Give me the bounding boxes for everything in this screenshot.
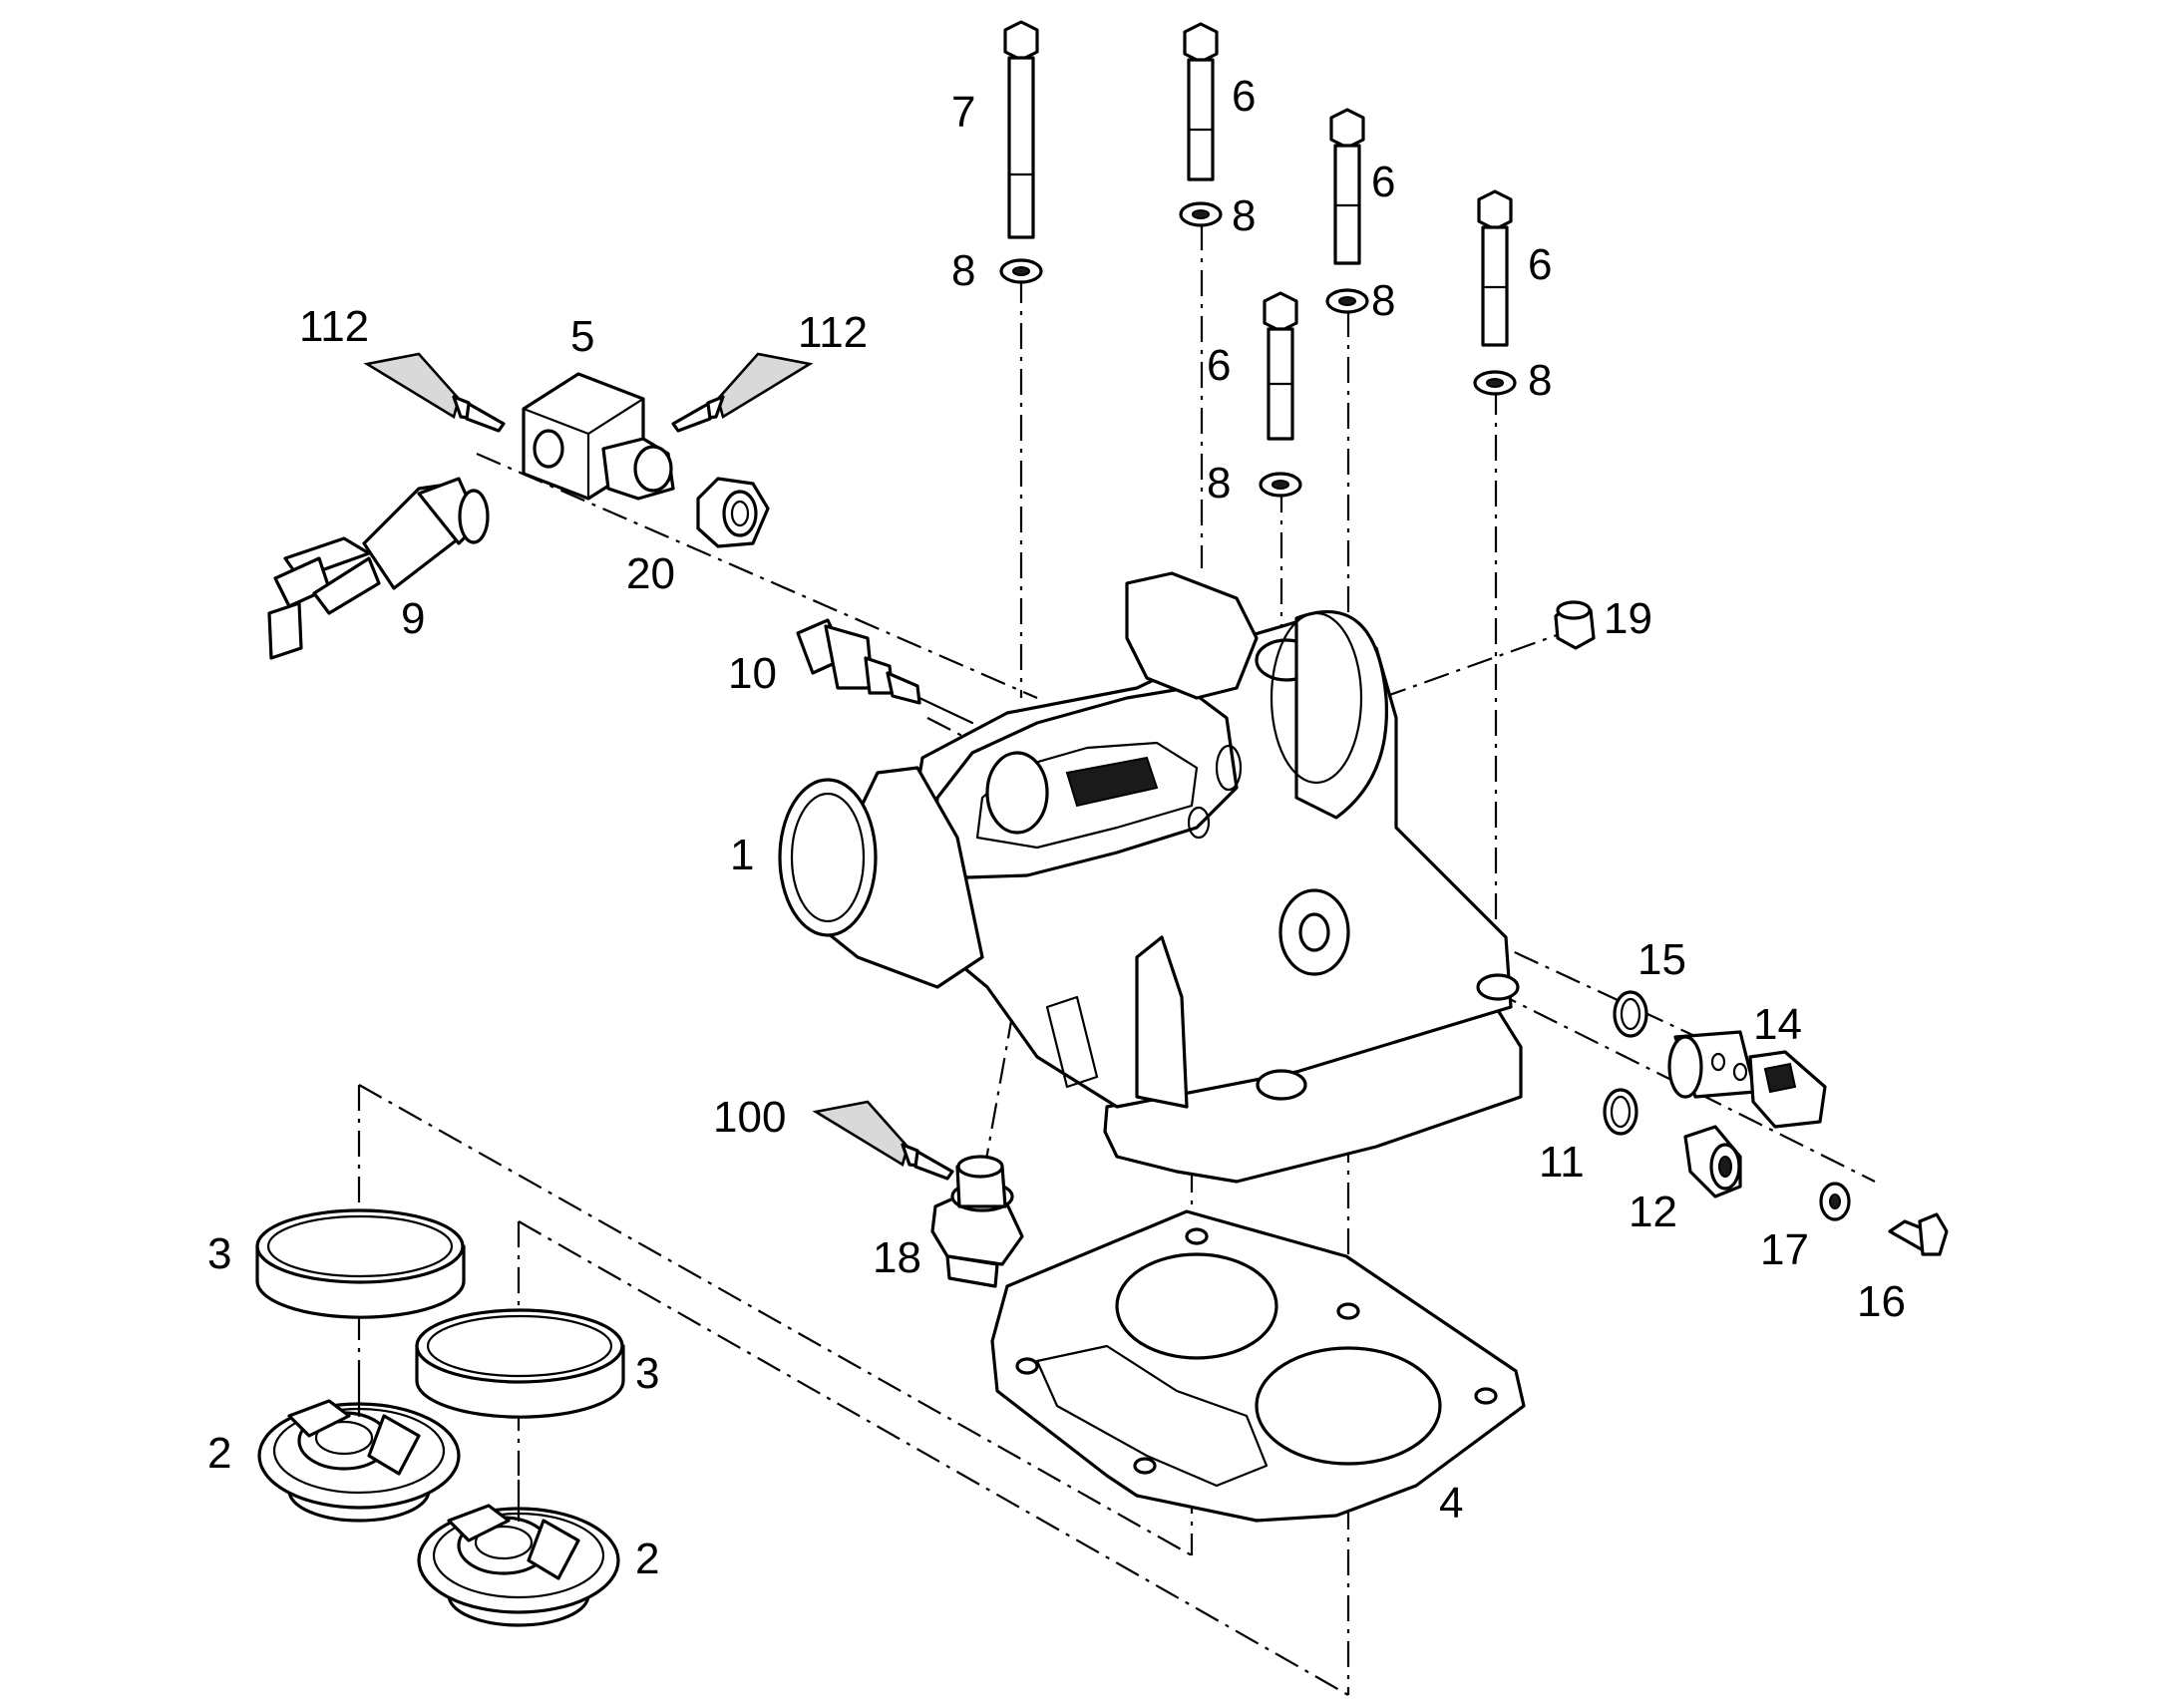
callout-6-b: 6 xyxy=(1371,158,1395,206)
housing-gasket xyxy=(990,1209,1526,1523)
coolant-sensor-10 xyxy=(796,618,974,725)
callout-2-left: 2 xyxy=(207,1429,231,1478)
seal-ring-left xyxy=(255,1208,466,1319)
bolt-6-a xyxy=(1183,22,1219,181)
valve-14 xyxy=(1667,1030,1827,1129)
callout-17: 17 xyxy=(1760,1225,1809,1274)
callout-8-d: 8 xyxy=(1528,356,1552,405)
callout-7: 7 xyxy=(951,88,975,137)
fitting-18 xyxy=(930,1155,1024,1288)
callout-12: 12 xyxy=(1629,1188,1677,1236)
callout-8-b: 8 xyxy=(1232,191,1256,240)
callout-8-e: 8 xyxy=(1207,459,1231,508)
callout-11: 11 xyxy=(1539,1138,1585,1187)
thermostat-housing xyxy=(778,571,1523,1184)
bolt-6-c xyxy=(1477,189,1513,347)
bolt-6-d xyxy=(1263,291,1298,441)
bolt-6-b xyxy=(1329,108,1365,265)
washer-8-d xyxy=(1473,370,1517,396)
callout-10: 10 xyxy=(728,649,777,698)
callout-6-c: 6 xyxy=(1528,240,1552,289)
sensor-adapter-block-5 xyxy=(522,372,675,501)
washer-8-c xyxy=(1325,288,1369,314)
callout-8-a: 8 xyxy=(951,246,975,295)
callout-19: 19 xyxy=(1604,594,1652,643)
plug-12 xyxy=(1683,1125,1742,1198)
plug-19 xyxy=(1554,600,1596,650)
hex-nut-20 xyxy=(696,477,770,548)
callout-112-left: 112 xyxy=(299,302,369,351)
callout-112-right: 112 xyxy=(798,308,868,357)
callout-2-right: 2 xyxy=(635,1535,659,1583)
callout-6-a: 6 xyxy=(1232,72,1256,121)
washer-8-b xyxy=(1179,201,1223,227)
callout-100: 100 xyxy=(713,1093,786,1142)
callout-labels: 1 2 2 3 3 4 5 6 6 6 6 7 8 8 8 8 8 9 10 1… xyxy=(207,72,1906,1583)
sealant-tube-112-left xyxy=(363,352,506,433)
callout-3-left: 3 xyxy=(207,1229,231,1278)
callout-1: 1 xyxy=(730,831,754,879)
washer-8-e xyxy=(1259,472,1302,498)
sealant-tube-100 xyxy=(812,1100,954,1181)
washer-17 xyxy=(1819,1182,1851,1221)
screw-16 xyxy=(1888,1212,1949,1256)
callout-5: 5 xyxy=(570,312,594,361)
snap-ring-11 xyxy=(1603,1088,1638,1136)
callout-15: 15 xyxy=(1637,935,1686,984)
callout-9: 9 xyxy=(401,594,425,643)
sealant-tube-112-right xyxy=(671,352,814,433)
callout-4: 4 xyxy=(1439,1479,1463,1528)
thermostat-left xyxy=(257,1374,461,1523)
bolt-long-7 xyxy=(1003,20,1039,239)
snap-ring-15 xyxy=(1613,990,1648,1038)
callout-18: 18 xyxy=(873,1233,921,1282)
seal-ring-right xyxy=(415,1308,625,1419)
callout-14: 14 xyxy=(1753,1000,1802,1049)
callout-8-c: 8 xyxy=(1371,276,1395,325)
washer-8-a xyxy=(999,258,1043,284)
callout-16: 16 xyxy=(1857,1277,1906,1326)
temperature-sender-9 xyxy=(267,477,490,660)
thermostat-right xyxy=(417,1479,620,1627)
callout-3-right: 3 xyxy=(635,1349,659,1398)
callout-20: 20 xyxy=(626,549,675,598)
callout-6-d: 6 xyxy=(1207,341,1231,390)
